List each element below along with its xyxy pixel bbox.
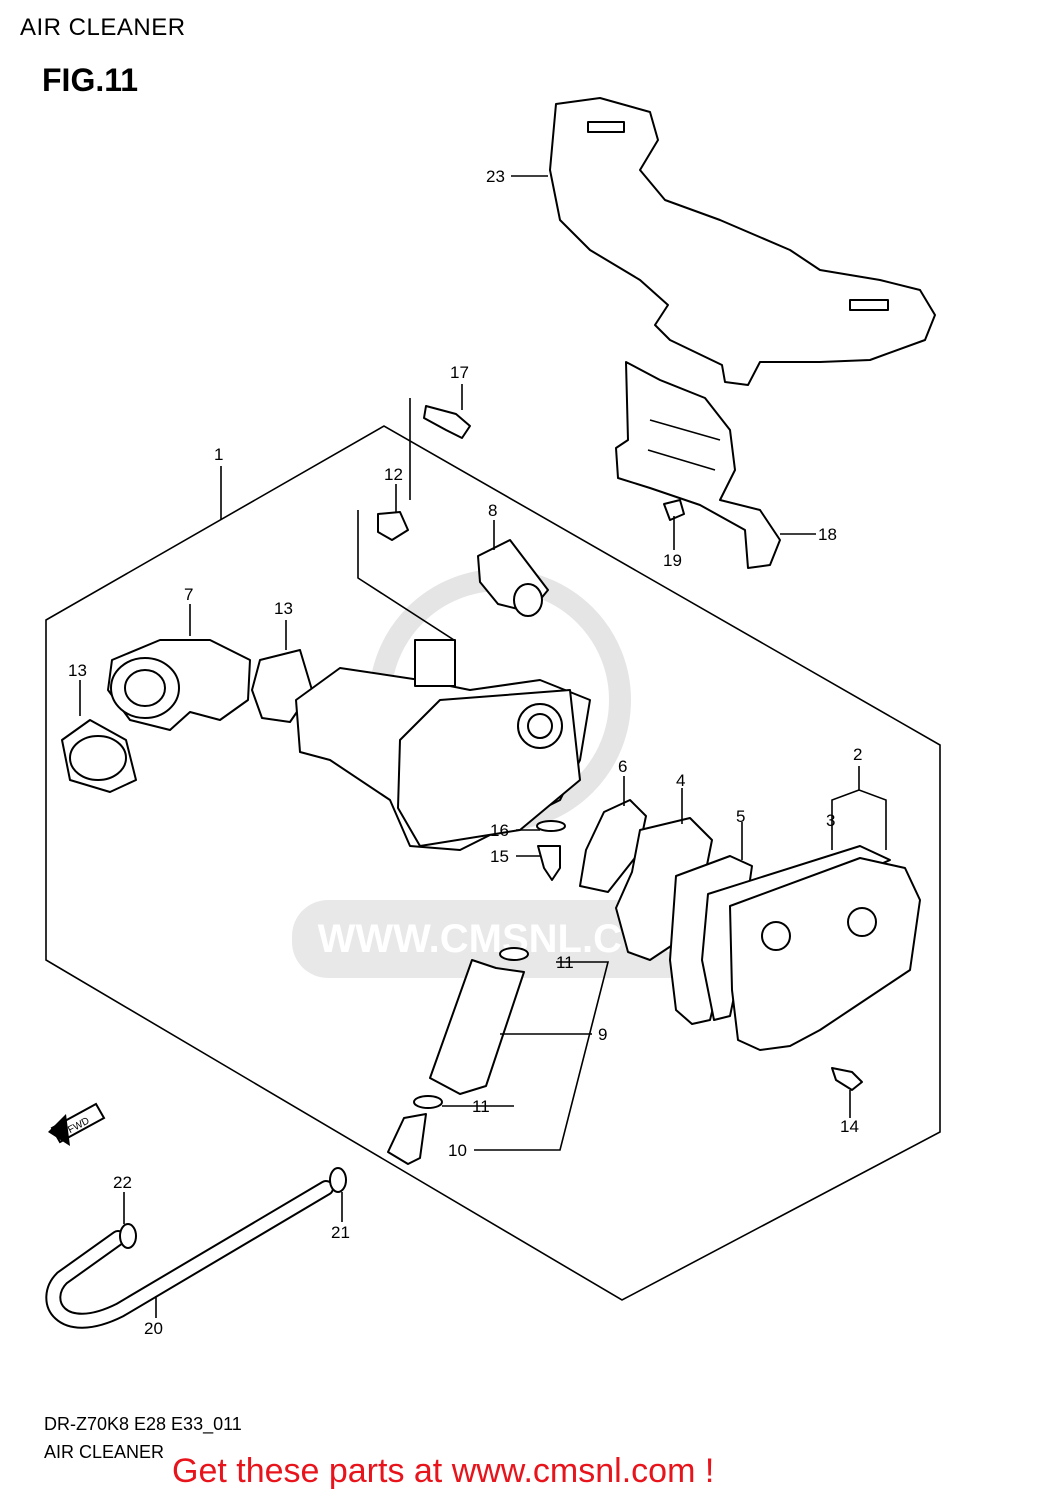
part-4-element xyxy=(615,817,713,961)
slot xyxy=(849,299,889,311)
callout-23: 23 xyxy=(486,167,505,186)
callout-22: 22 xyxy=(113,1173,132,1192)
callout-4: 4 xyxy=(676,771,685,790)
promo-link[interactable]: Get these parts at www.cmsnl.com ! xyxy=(172,1452,715,1490)
callout-21: 21 xyxy=(331,1223,350,1242)
part-23-shield xyxy=(549,97,936,386)
callout-5: 5 xyxy=(736,807,745,826)
callout-13a: 13 xyxy=(274,599,293,618)
callout-10: 10 xyxy=(448,1141,467,1160)
part-16-o-ring xyxy=(536,820,566,832)
callout-1: 1 xyxy=(214,445,223,464)
part-10-plug xyxy=(387,1113,427,1165)
fwd-arrow-icon: FWD xyxy=(48,1102,106,1146)
callout-labels: 1 2 3 4 5 6 7 8 9 10 11 11 12 13 13 14 1… xyxy=(68,167,862,1338)
assembly-boundary xyxy=(45,425,941,1301)
callout-20: 20 xyxy=(144,1319,163,1338)
callout-2: 2 xyxy=(853,745,862,764)
section-name: AIR CLEANER xyxy=(44,1442,165,1462)
part-22-clip xyxy=(119,1223,137,1249)
page-title: AIR CLEANER xyxy=(20,14,186,41)
part-12-grommet xyxy=(377,511,409,541)
callout-16: 16 xyxy=(490,821,509,840)
part-11-clip-upper xyxy=(499,947,529,961)
callout-7: 7 xyxy=(184,585,193,604)
callout-15: 15 xyxy=(490,847,509,866)
part-15-drain-plug xyxy=(537,845,561,881)
part-19-clip xyxy=(663,499,685,521)
callout-12: 12 xyxy=(384,465,403,484)
callout-19: 19 xyxy=(663,551,682,570)
callout-18: 18 xyxy=(818,525,837,544)
callout-11b: 11 xyxy=(472,1097,490,1116)
callout-17: 17 xyxy=(450,363,469,382)
callout-3: 3 xyxy=(826,811,835,830)
part-9-hose xyxy=(429,959,525,1095)
callout-14: 14 xyxy=(840,1117,859,1136)
part-21-clip xyxy=(329,1167,347,1193)
part-11-clip-lower xyxy=(413,1095,443,1109)
leader-lines xyxy=(79,175,887,1318)
model-code: DR-Z70K8 E28 E33_011 xyxy=(44,1414,242,1434)
callout-8: 8 xyxy=(488,501,497,520)
figure-number: FIG.11 xyxy=(42,62,139,98)
part-6-screen xyxy=(579,799,647,893)
part-2-cover xyxy=(729,857,921,1051)
slot xyxy=(587,121,625,133)
callout-13b: 13 xyxy=(68,661,87,680)
callout-6: 6 xyxy=(618,757,627,776)
part-14-screw xyxy=(831,1067,863,1091)
callout-11a: 11 xyxy=(556,953,574,972)
part-17-bolt xyxy=(423,405,471,439)
callout-9: 9 xyxy=(598,1025,607,1044)
